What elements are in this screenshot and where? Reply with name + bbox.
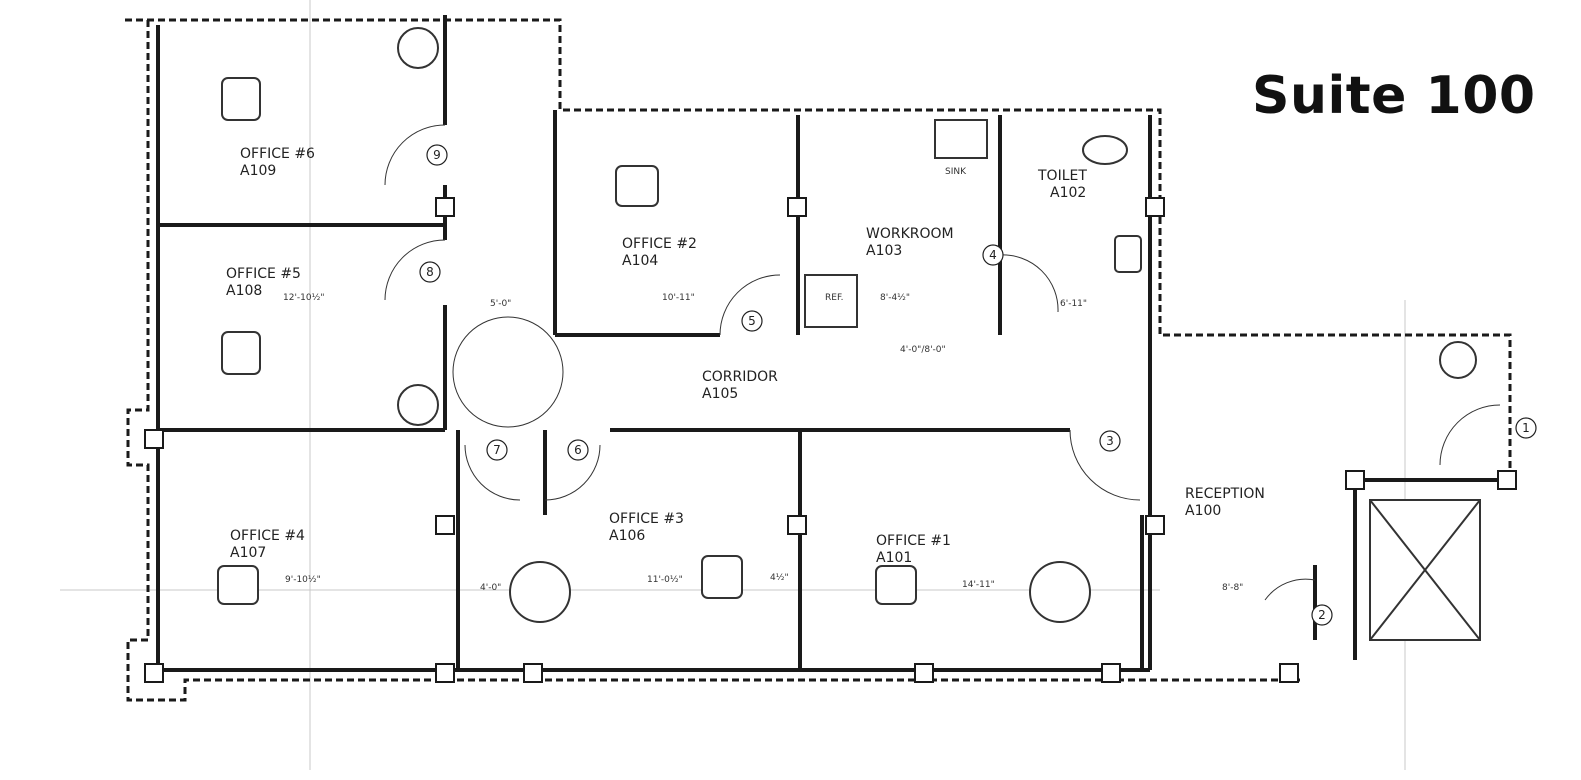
room-labels: OFFICE #6 A109 OFFICE #5 A108 OFFICE #4 …: [226, 146, 1265, 566]
door-tag: 5: [748, 314, 756, 328]
room-code: A108: [226, 283, 262, 299]
room-code: A106: [609, 528, 645, 544]
sink-label: SINK: [945, 167, 967, 177]
room-code: A103: [866, 243, 902, 259]
dimension: 14'-11": [962, 580, 995, 590]
door-tag: 4: [989, 248, 997, 262]
suite-title: Suite 100: [1252, 66, 1536, 126]
dimension: 8'-8": [1222, 583, 1243, 593]
fixture-labels: SINK REF.: [825, 167, 967, 303]
room-name: TOILET: [1037, 168, 1087, 184]
room-code: A100: [1185, 503, 1221, 519]
dimension: 4'-0": [480, 583, 501, 593]
door-tag: 8: [426, 265, 434, 279]
room-name: RECEPTION: [1185, 486, 1265, 502]
room-name: OFFICE #4: [230, 528, 305, 544]
dimension: 10'-11": [662, 293, 695, 303]
dimension: 6'-11": [1060, 299, 1087, 309]
dimension: 4½": [770, 573, 789, 583]
dimension: 12'-10½": [283, 293, 325, 303]
room-name: WORKROOM: [866, 226, 954, 242]
door-swings: [384, 124, 1501, 601]
dimension: 8'-4½": [880, 293, 910, 303]
dimension: 11'-0½": [647, 575, 683, 585]
room-name: OFFICE #1: [876, 533, 951, 549]
interior-walls: [156, 15, 1500, 672]
columns: [144, 197, 1517, 683]
room-code: A107: [230, 545, 266, 561]
room-name: OFFICE #2: [622, 236, 697, 252]
room-code: A104: [622, 253, 658, 269]
door-tag: 9: [433, 148, 441, 162]
door-tag: 7: [493, 443, 501, 457]
door-tag-numbers: 1 2 3 4 5 6 7 8 9: [426, 148, 1530, 622]
building-boundary: [125, 18, 1512, 702]
furniture: [217, 27, 1481, 641]
construction-lines: [60, 0, 1406, 770]
dimension: 9'-10½": [285, 575, 321, 585]
dimension: 4'-0"/8'-0": [900, 345, 946, 355]
room-code: A102: [1050, 185, 1086, 201]
room-name: OFFICE #5: [226, 266, 301, 282]
dimension-labels: 12'-10½" 10'-11" 8'-4½" 6'-11" 5'-0" 4'-…: [283, 293, 1243, 593]
room-name: OFFICE #3: [609, 511, 684, 527]
door-tag: 3: [1106, 434, 1114, 448]
room-name: CORRIDOR: [702, 369, 778, 385]
ref-label: REF.: [825, 293, 844, 303]
dimension: 5'-0": [490, 299, 511, 309]
room-code: A101: [876, 550, 912, 566]
door-tag: 6: [574, 443, 582, 457]
door-tag: 1: [1522, 421, 1530, 435]
door-tags: [419, 144, 1537, 626]
room-name: OFFICE #6: [240, 146, 315, 162]
door-tag: 2: [1318, 608, 1326, 622]
room-code: A105: [702, 386, 738, 402]
room-code: A109: [240, 163, 276, 179]
